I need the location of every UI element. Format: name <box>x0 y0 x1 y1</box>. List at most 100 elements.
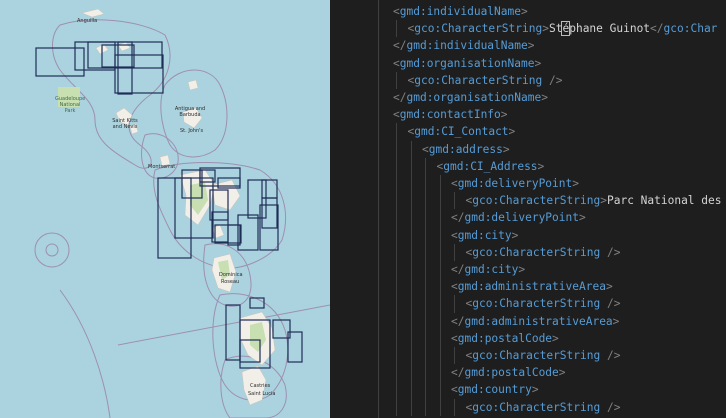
indent-guide <box>454 243 455 261</box>
tag-open-bracket: < <box>451 280 458 294</box>
code-line[interactable]: <gco:CharacterString>Parc National des <box>466 192 722 209</box>
map-panel[interactable]: Anguilla Guadeloupe National Park Saint … <box>0 0 330 418</box>
tag-open-bracket: < <box>465 349 473 362</box>
code-line[interactable]: <gco:CharacterString /> <box>466 295 621 312</box>
map-label-roseau: Roseau <box>221 279 240 285</box>
indent-guide <box>439 175 441 416</box>
tag-open-bracket: < <box>465 194 473 208</box>
code-line[interactable]: <gmd:contactInfo> <box>393 106 508 123</box>
end-tag-open-bracket: </ <box>650 22 664 36</box>
code-line[interactable]: <gco:CharacterString /> <box>466 244 621 261</box>
tag-name: gmd:city <box>464 263 519 276</box>
tag-close-bracket: > <box>502 142 510 156</box>
tag-open-bracket: < <box>436 159 444 173</box>
tag-close-bracket: /> <box>600 349 621 362</box>
code-line[interactable]: <gmd:administrativeArea> <box>451 278 613 295</box>
indent-guide <box>454 295 455 313</box>
element-text: St <box>548 22 563 36</box>
indent-guide <box>454 192 455 210</box>
tag-close-bracket: > <box>511 228 519 242</box>
code-line[interactable]: <gmd:postalCode> <box>451 330 559 347</box>
code-line[interactable]: <gmd:country> <box>451 381 539 398</box>
tag-name: gco:CharacterString <box>472 349 601 362</box>
tag-name: gmd:organisationName <box>399 56 535 70</box>
tag-close-bracket: > <box>521 5 528 18</box>
tag-open-bracket: </ <box>393 39 407 53</box>
tag-open-bracket: < <box>407 125 415 139</box>
map-canvas[interactable] <box>0 0 330 418</box>
code-line[interactable]: </gmd:organisationName> <box>393 89 548 106</box>
indent-guide <box>454 398 455 416</box>
map-label-antigua: Antigua and Barbuda <box>174 106 206 118</box>
map-label-dominica: Dominica <box>219 272 243 278</box>
code-line[interactable]: <gco:CharacterString /> <box>466 399 621 416</box>
tag-open-bracket: </ <box>451 314 465 328</box>
map-label-national-park: Guadeloupe National Park <box>55 96 86 114</box>
tag-name: gmd:deliveryPoint <box>464 211 579 225</box>
code-line[interactable]: <gmd:CI_Address> <box>437 158 545 175</box>
sea-boundaries <box>34 19 330 418</box>
code-line[interactable]: </gmd:deliveryPoint> <box>451 209 586 226</box>
tag-close-bracket: > <box>600 194 607 208</box>
code-line[interactable]: <gmd:individualName> <box>393 3 528 20</box>
code-line[interactable]: <gmd:address> <box>422 141 510 158</box>
tag-open-bracket: < <box>451 177 458 190</box>
tag-open-bracket: < <box>407 73 415 87</box>
code-line[interactable]: </gmd:postalCode> <box>451 364 566 381</box>
code-line[interactable]: <gmd:organisationName> <box>393 55 541 72</box>
xml-editor[interactable]: <gmd:individualName><gco:CharacterString… <box>330 0 726 418</box>
element-text-rest: phane Guinot <box>569 22 651 36</box>
tag-open-bracket: < <box>451 331 458 345</box>
tag-open-bracket: < <box>465 400 473 414</box>
tag-name: gmd:city <box>457 228 512 242</box>
tag-open-bracket: </ <box>451 263 465 276</box>
tag-open-bracket: < <box>465 297 473 311</box>
code-line[interactable]: </gmd:administrativeArea> <box>451 313 619 330</box>
tag-name: gco:CharacterString <box>472 297 601 311</box>
code-line[interactable]: <gco:CharacterString /> <box>408 72 563 89</box>
extent-boxes[interactable] <box>35 41 303 369</box>
tag-close-bracket: > <box>558 366 566 380</box>
indent-guide <box>396 123 397 416</box>
map-label-st-kitts: Saint Kitts and Nevis <box>112 118 138 130</box>
tag-name: gmd:CI_Address <box>443 159 538 173</box>
map-label-montserrat: Montserrat <box>148 164 176 170</box>
code-line[interactable]: <gco:CharacterString>Stéphane Guinot</gc… <box>408 20 717 37</box>
map-label-saint-lucia: Saint Lucia <box>248 391 276 397</box>
tag-name: gmd:individualName <box>406 39 528 53</box>
tag-name: gmd:CI_Contact <box>414 125 509 139</box>
tag-name: gco:CharacterString <box>414 73 543 87</box>
tag-close-bracket: > <box>500 108 508 122</box>
code-line[interactable]: <gco:CharacterString /> <box>466 347 621 364</box>
code-line[interactable]: </gmd:city> <box>451 261 525 278</box>
tag-close-bracket: > <box>579 211 586 225</box>
tag-open-bracket: </ <box>451 211 465 225</box>
tag-close-bracket: > <box>605 280 613 294</box>
tag-open-bracket: < <box>422 142 429 156</box>
indent-guide <box>396 71 397 89</box>
tag-name: gco:CharacterString <box>472 194 601 208</box>
indent-guide <box>454 347 455 365</box>
map-label-castries: Castries <box>250 383 271 389</box>
tag-close-bracket: > <box>531 383 539 397</box>
tag-name: gmd:contactInfo <box>399 108 501 122</box>
code-line[interactable]: <gmd:CI_Contact> <box>408 123 516 140</box>
tag-close-bracket: > <box>527 39 535 53</box>
tag-name: gmd:deliveryPoint <box>457 177 573 190</box>
green-areas <box>58 87 266 352</box>
tag-name: gmd:address <box>428 142 503 156</box>
code-line[interactable]: <gmd:deliveryPoint> <box>451 175 579 192</box>
tag-close-bracket: /> <box>600 400 621 414</box>
tag-close-bracket: /> <box>600 297 621 311</box>
code-line[interactable]: </gmd:individualName> <box>393 37 534 54</box>
tag-close-bracket: > <box>518 263 526 276</box>
tag-name: gmd:administrativeArea <box>457 280 606 294</box>
element-text: Parc National des <box>606 194 722 208</box>
indent-guide <box>425 157 426 416</box>
code-line[interactable]: <gmd:city> <box>451 227 518 244</box>
tag-open-bracket: < <box>451 383 458 397</box>
tag-open-bracket: < <box>465 245 473 259</box>
tag-name: gmd:postalCode <box>457 331 553 345</box>
tag-open-bracket: < <box>393 5 400 18</box>
tag-name: gmd:postalCode <box>464 366 559 380</box>
